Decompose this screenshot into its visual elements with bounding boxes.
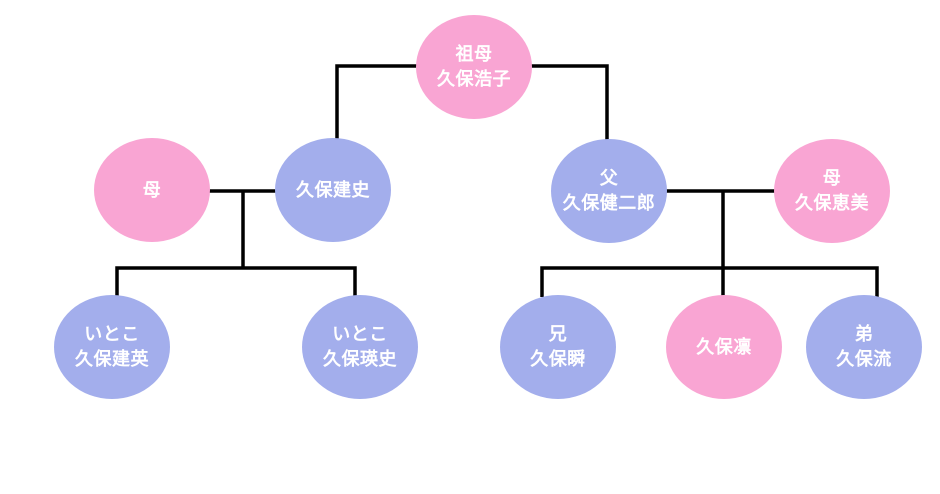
node-role-label: 祖母 bbox=[455, 44, 493, 64]
connector-right-children-bar bbox=[540, 266, 879, 297]
node-name-label: 久保浩子 bbox=[437, 69, 511, 89]
node-role-label: 父 bbox=[599, 168, 619, 188]
node-father[interactable]: 父 久保健二郎 bbox=[551, 139, 667, 243]
node-role-label: いとこ bbox=[84, 324, 140, 344]
node-grandmother[interactable]: 祖母 久保浩子 bbox=[416, 15, 532, 119]
node-role-label: 弟 bbox=[854, 324, 874, 344]
node-name-label: 久保凛 bbox=[696, 336, 752, 357]
node-brother-ryu[interactable]: 弟 久保流 bbox=[806, 295, 922, 399]
node-role-label: 兄 bbox=[548, 324, 568, 344]
node-brother-shun[interactable]: 兄 久保瞬 bbox=[500, 295, 616, 399]
node-role-label: 母 bbox=[822, 168, 842, 188]
connector-left-children-bar bbox=[115, 266, 357, 297]
node-name-label: 久保瑛史 bbox=[323, 349, 397, 369]
node-name-label: 久保瞬 bbox=[530, 349, 586, 369]
node-uncle-takeshi[interactable]: 久保建史 bbox=[275, 138, 391, 242]
node-name-label: 久保流 bbox=[836, 349, 892, 369]
node-name-label: 久保建英 bbox=[75, 349, 149, 369]
node-mother-right[interactable]: 母 久保恵美 bbox=[774, 139, 890, 243]
node-name-label: 久保建史 bbox=[296, 179, 370, 200]
node-name-label: 久保恵美 bbox=[795, 193, 869, 213]
node-role-label: いとこ bbox=[332, 324, 388, 344]
node-mother-left[interactable]: 母 bbox=[94, 138, 210, 242]
node-cousin-eishi[interactable]: いとこ 久保瑛史 bbox=[302, 295, 418, 399]
node-name-label: 久保健二郎 bbox=[562, 193, 656, 213]
node-role-label: 母 bbox=[142, 179, 162, 200]
node-cousin-takefusa[interactable]: いとこ 久保建英 bbox=[54, 295, 170, 399]
node-sister-rin[interactable]: 久保凛 bbox=[666, 295, 782, 399]
